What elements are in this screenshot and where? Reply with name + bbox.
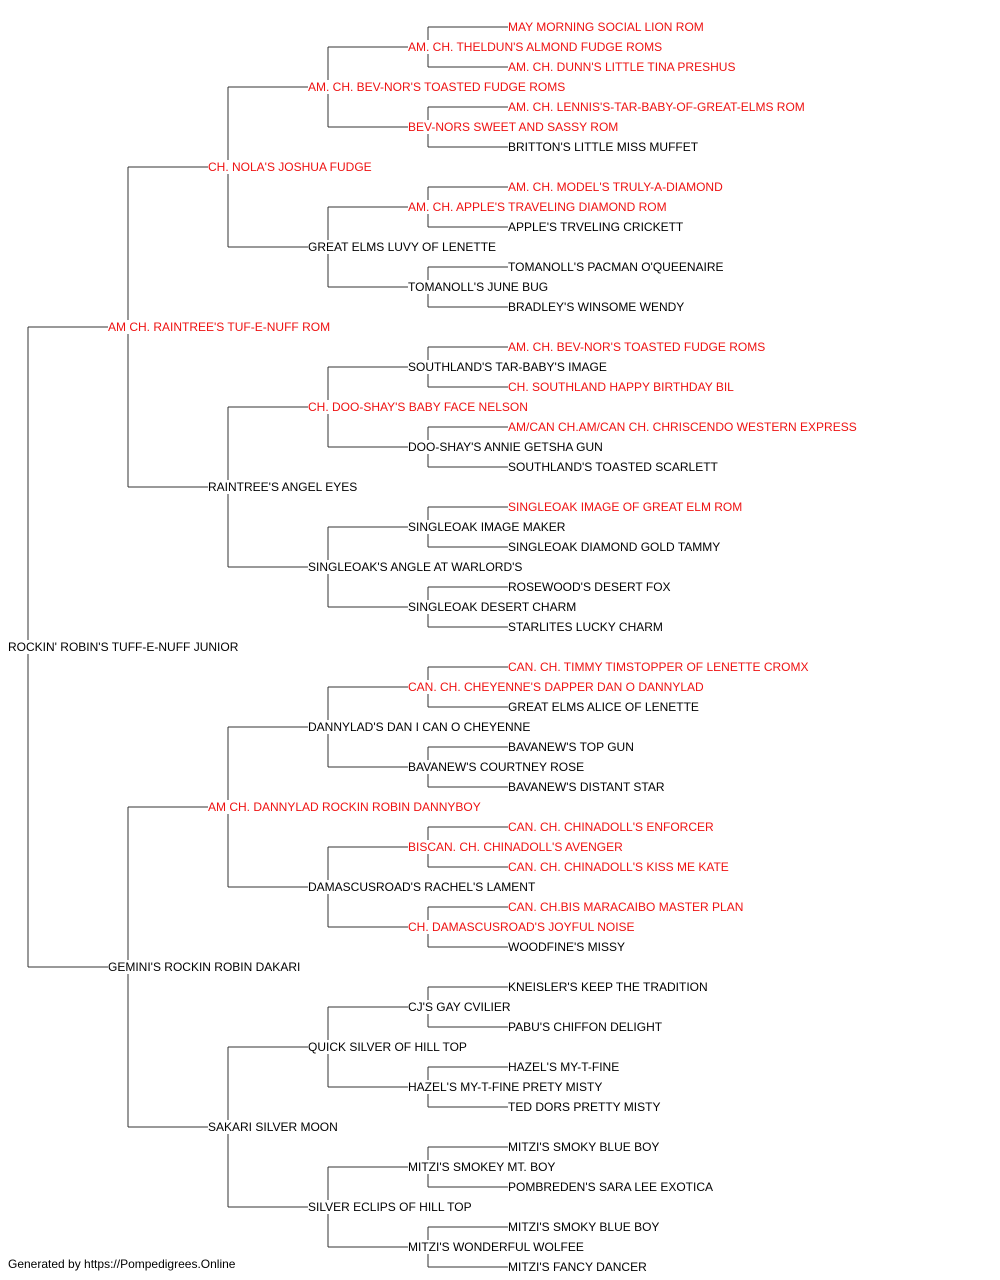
dog-name-gen5: POMBREDEN'S SARA LEE EXOTICA (508, 1180, 715, 1194)
generated-by-footer: Generated by https://Pompedigrees.Online (8, 1257, 236, 1271)
dog-name-gen5: SOUTHLAND'S TOASTED SCARLETT (508, 460, 719, 474)
dog-name-gen5: AM. CH. DUNN'S LITTLE TINA PRESHUS (508, 60, 737, 74)
dog-name-gen3: GREAT ELMS LUVY OF LENETTE (308, 240, 498, 254)
dog-name-gen5: MAY MORNING SOCIAL LION ROM (508, 20, 705, 34)
dog-name-gen4: SINGLEOAK DESERT CHARM (408, 600, 578, 614)
dog-name-gen3: DAMASCUSROAD'S RACHEL'S LAMENT (308, 880, 537, 894)
dog-name-gen4: SINGLEOAK IMAGE MAKER (408, 520, 567, 534)
dog-name-gen4: DOO-SHAY'S ANNIE GETSHA GUN (408, 440, 604, 454)
dog-name-gen5: CH. SOUTHLAND HAPPY BIRTHDAY BIL (508, 380, 735, 394)
dog-name-gen5: GREAT ELMS ALICE OF LENETTE (508, 700, 700, 714)
dog-name-gen4: SOUTHLAND'S TAR-BABY'S IMAGE (408, 360, 608, 374)
dog-name-gen1: AM CH. RAINTREE'S TUF-E-NUFF ROM (108, 320, 332, 334)
dog-name-gen3: AM. CH. BEV-NOR'S TOASTED FUDGE ROMS (308, 80, 567, 94)
dog-name-gen3: QUICK SILVER OF HILL TOP (308, 1040, 468, 1054)
dog-name-gen5: TOMANOLL'S PACMAN O'QUEENAIRE (508, 260, 725, 274)
dog-name-gen5: BAVANEW'S TOP GUN (508, 740, 635, 754)
dog-name-gen5: TED DORS PRETTY MISTY (508, 1100, 662, 1114)
dog-name-gen3: CH. DOO-SHAY'S BABY FACE NELSON (308, 400, 529, 414)
dog-name-gen5: AM/CAN CH.AM/CAN CH. CHRISCENDO WESTERN … (508, 420, 858, 434)
dog-name-gen5: AM. CH. BEV-NOR'S TOASTED FUDGE ROMS (508, 340, 767, 354)
dog-name-gen5: CAN. CH. CHINADOLL'S ENFORCER (508, 820, 715, 834)
dog-name-gen5: BAVANEW'S DISTANT STAR (508, 780, 666, 794)
dog-name-gen4: BAVANEW'S COURTNEY ROSE (408, 760, 586, 774)
dog-name-gen5: HAZEL'S MY-T-FINE (508, 1060, 621, 1074)
dog-name-gen5: WOODFINE'S MISSY (508, 940, 626, 954)
dog-name-gen5: PABU'S CHIFFON DELIGHT (508, 1020, 664, 1034)
dog-name-gen5: BRADLEY'S WINSOME WENDY (508, 300, 686, 314)
dog-name-gen5: BRITTON'S LITTLE MISS MUFFET (508, 140, 700, 154)
dog-name-gen5: CAN. CH. CHINADOLL'S KISS ME KATE (508, 860, 730, 874)
dog-name-gen4: CJ'S GAY CVILIER (408, 1000, 512, 1014)
dog-name-gen5: CAN. CH.BIS MARACAIBO MASTER PLAN (508, 900, 745, 914)
dog-name-gen5: KNEISLER'S KEEP THE TRADITION (508, 980, 709, 994)
dog-name-gen4: BISCAN. CH. CHINADOLL'S AVENGER (408, 840, 624, 854)
dog-name-gen5: MITZI'S FANCY DANCER (508, 1260, 648, 1274)
dog-name-gen4: HAZEL'S MY-T-FINE PRETY MISTY (408, 1080, 604, 1094)
dog-name-gen5: AM. CH. MODEL'S TRULY-A-DIAMOND (508, 180, 724, 194)
dog-name-gen5: STARLITES LUCKY CHARM (508, 620, 664, 634)
dog-name-gen5: ROSEWOOD'S DESERT FOX (508, 580, 672, 594)
dog-name-gen4: AM. CH. APPLE'S TRAVELING DIAMOND ROM (408, 200, 668, 214)
dog-name-gen4: MITZI'S SMOKEY MT. BOY (408, 1160, 557, 1174)
dog-name-gen1: GEMINI'S ROCKIN ROBIN DAKARI (108, 960, 302, 974)
dog-name-gen4: CH. DAMASCUSROAD'S JOYFUL NOISE (408, 920, 636, 934)
dog-name-gen4: TOMANOLL'S JUNE BUG (408, 280, 550, 294)
dog-name-gen3: SILVER ECLIPS OF HILL TOP (308, 1200, 473, 1214)
dog-name-gen5: CAN. CH. TIMMY TIMSTOPPER OF LENETTE CRO… (508, 660, 810, 674)
dog-name-gen4: AM. CH. THELDUN'S ALMOND FUDGE ROMS (408, 40, 664, 54)
dog-name-gen3: DANNYLAD'S DAN I CAN O CHEYENNE (308, 720, 532, 734)
dog-name-gen2: RAINTREE'S ANGEL EYES (208, 480, 359, 494)
dog-name-gen5: MITZI'S SMOKY BLUE BOY (508, 1140, 661, 1154)
dog-name-gen4: MITZI'S WONDERFUL WOLFEE (408, 1240, 585, 1254)
dog-name-gen4: BEV-NORS SWEET AND SASSY ROM (408, 120, 620, 134)
dog-name-gen2: SAKARI SILVER MOON (208, 1120, 339, 1134)
dog-name-gen2: AM CH. DANNYLAD ROCKIN ROBIN DANNYBOY (208, 800, 482, 814)
dog-name-gen5: APPLE'S TRVELING CRICKETT (508, 220, 685, 234)
dog-name-gen5: SINGLEOAK DIAMOND GOLD TAMMY (508, 540, 722, 554)
dog-name-gen0: ROCKIN' ROBIN'S TUFF-E-NUFF JUNIOR (8, 640, 240, 654)
dog-name-gen4: CAN. CH. CHEYENNE'S DAPPER DAN O DANNYLA… (408, 680, 705, 694)
dog-name-gen5: AM. CH. LENNIS'S-TAR-BABY-OF-GREAT-ELMS … (508, 100, 806, 114)
dog-name-gen5: SINGLEOAK IMAGE OF GREAT ELM ROM (508, 500, 744, 514)
dog-name-gen5: MITZI'S SMOKY BLUE BOY (508, 1220, 661, 1234)
dog-name-gen2: CH. NOLA'S JOSHUA FUDGE (208, 160, 373, 174)
dog-name-gen3: SINGLEOAK'S ANGLE AT WARLORD'S (308, 560, 524, 574)
